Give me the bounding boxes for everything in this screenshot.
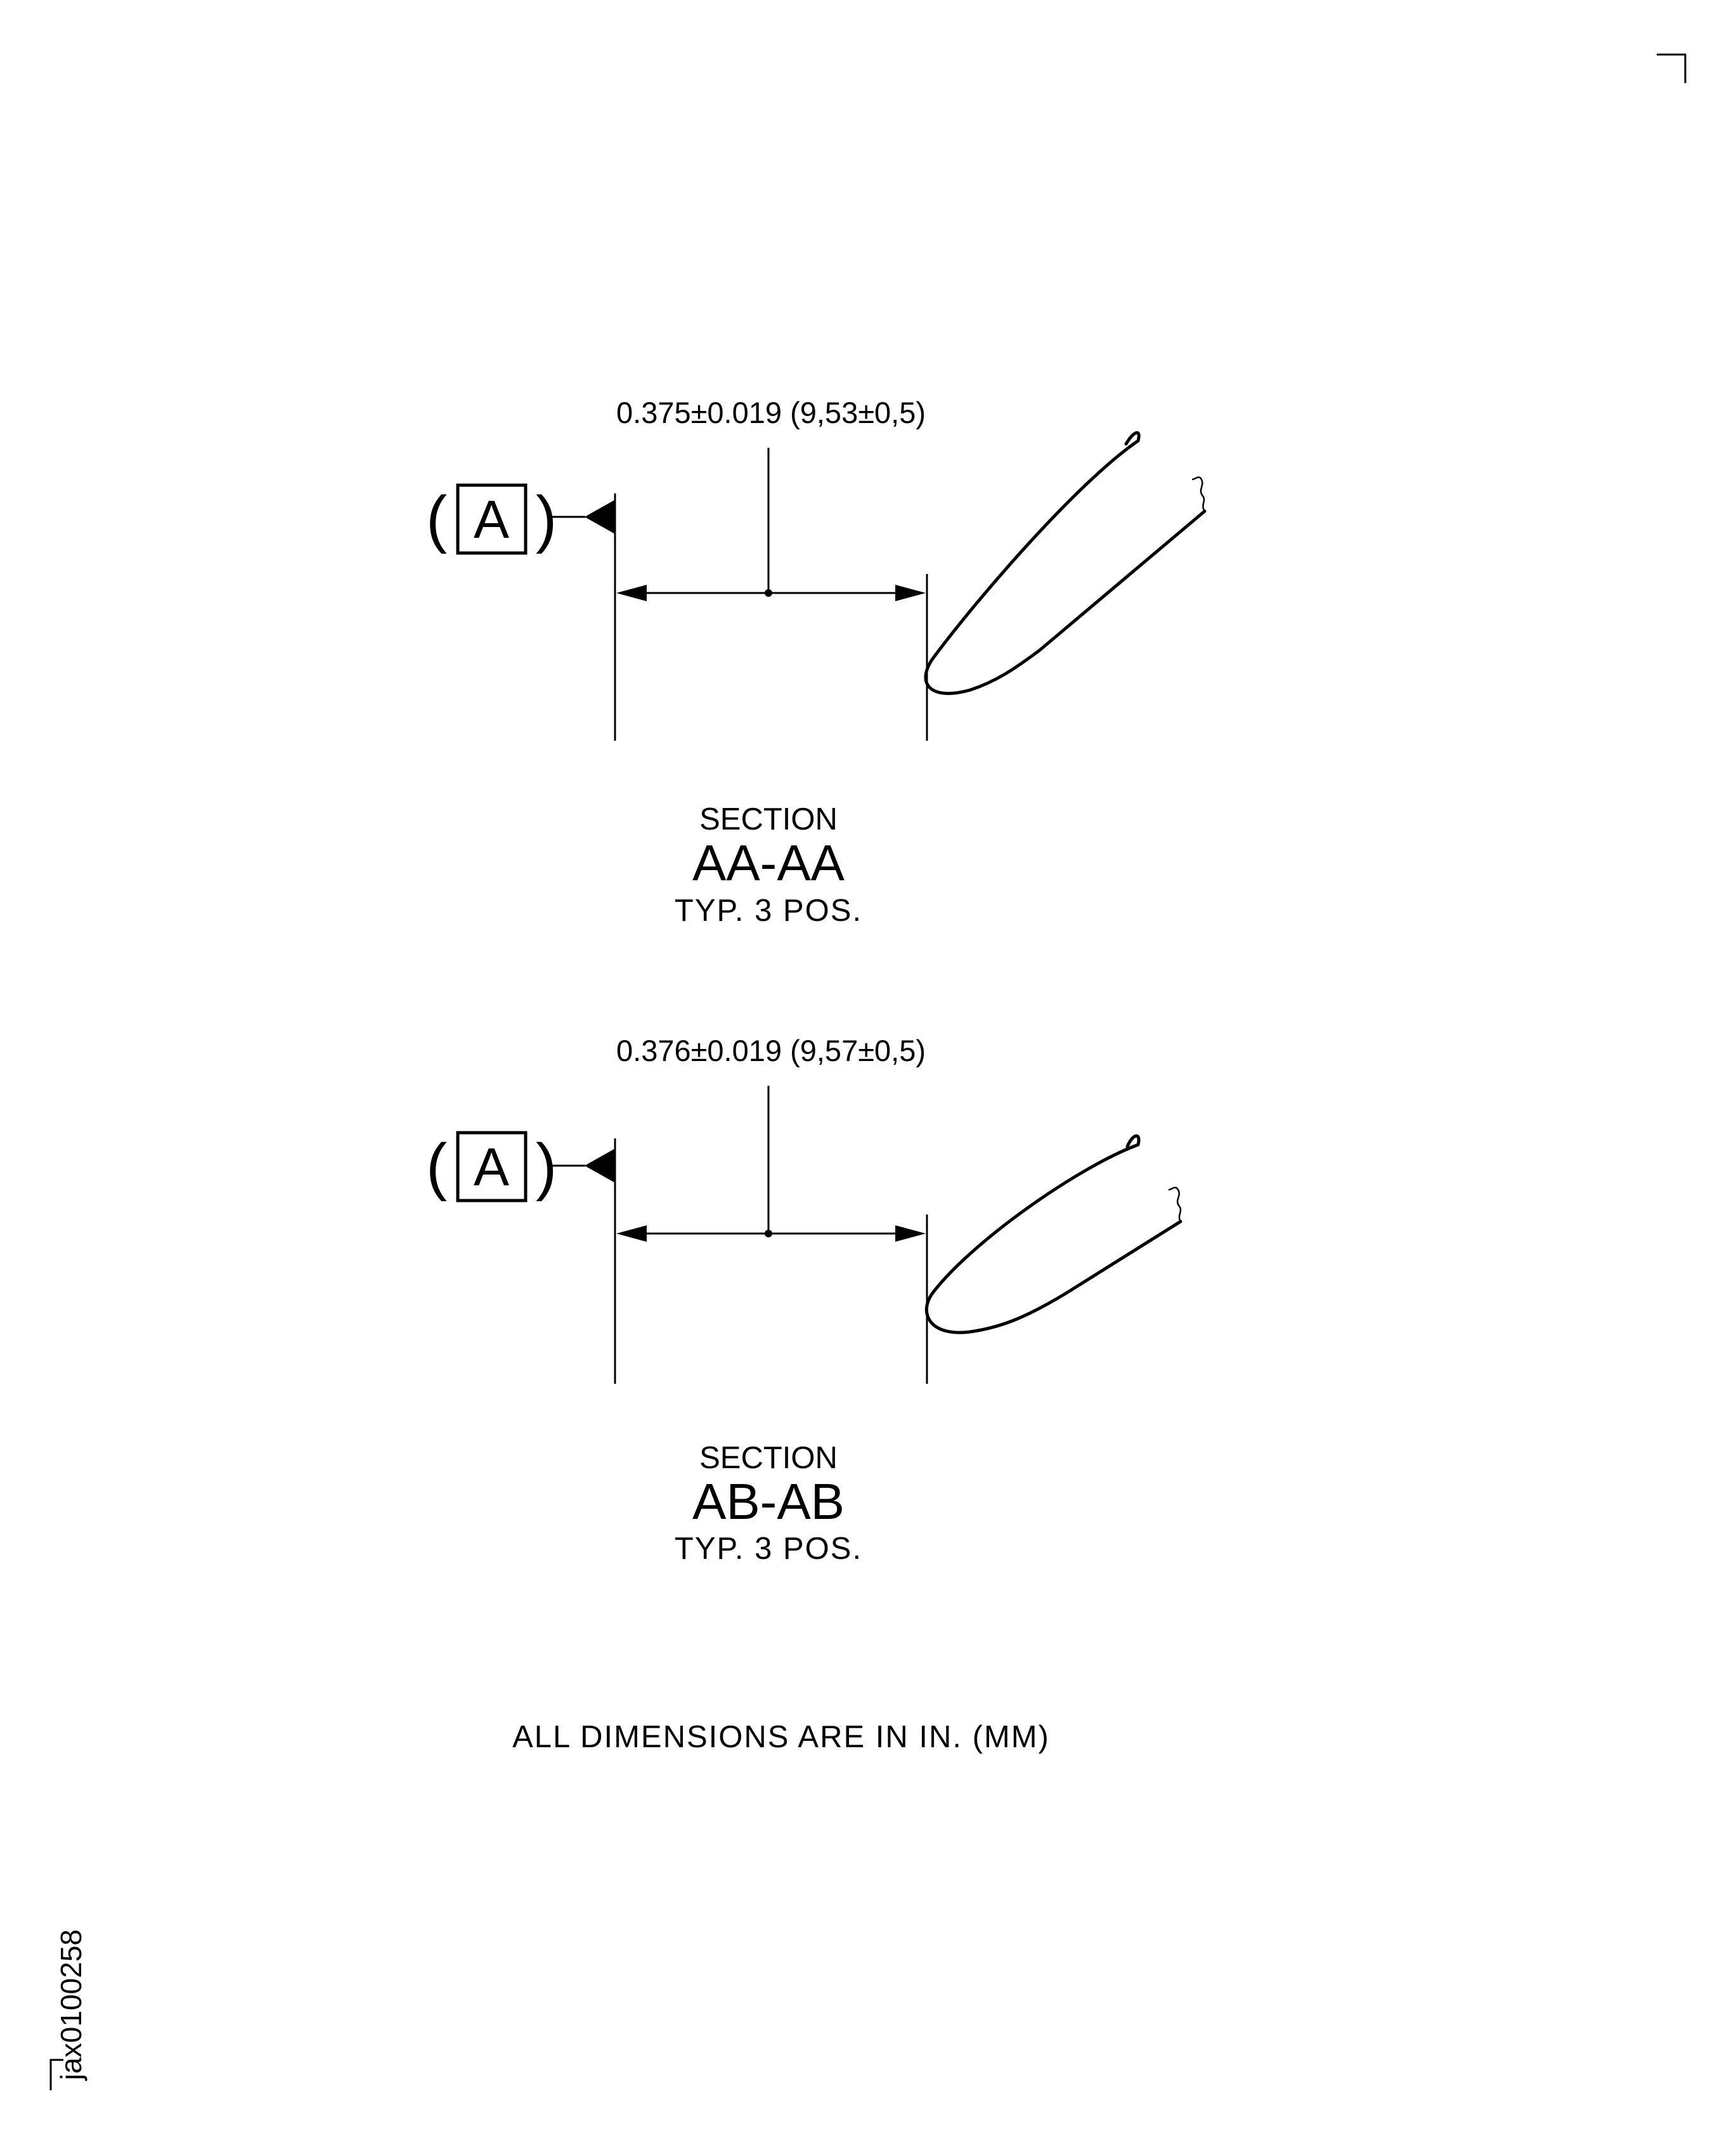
dimension-dot — [765, 1230, 772, 1237]
part-profile — [924, 1134, 1182, 1334]
corner-mark — [1657, 53, 1687, 83]
break-mark — [1191, 476, 1206, 512]
datum-frame — [456, 483, 528, 555]
typical-positions: TYP. 3 POS. — [675, 894, 862, 928]
datum-frame — [456, 1131, 528, 1202]
section-label: SECTION — [699, 802, 838, 837]
arrow-right — [895, 1225, 926, 1242]
break-mark — [1168, 1187, 1182, 1222]
datum-open-paren: ( — [426, 483, 447, 554]
section-label: SECTION — [699, 1441, 838, 1475]
datum-open-paren: ( — [426, 1131, 447, 1202]
datum-letter: A — [474, 490, 509, 549]
part-profile — [924, 431, 1207, 695]
typical-positions: TYP. 3 POS. — [675, 1532, 862, 1566]
datum-letter: A — [474, 1137, 509, 1197]
datum-triangle — [585, 1149, 615, 1183]
arrow-right — [895, 585, 926, 601]
dimension-dot — [765, 589, 772, 597]
section-name: AA-AA — [692, 835, 845, 891]
dimension-label: 0.375±0.019 (9,53±0,5) — [616, 396, 926, 429]
section-name: AB-AB — [692, 1473, 845, 1530]
reference-id: jax0100258 — [55, 1929, 87, 2081]
ref-corner-mark — [49, 2059, 63, 2090]
dimension-label: 0.376±0.019 (9,57±0,5) — [616, 1034, 926, 1067]
units-note: ALL DIMENSIONS ARE IN IN. (MM) — [512, 1720, 1050, 1754]
arrow-left — [616, 1225, 647, 1242]
section-aa-view: 0.375±0.019 (9,53±0,5) ( A ) SECTION AA-… — [426, 396, 1207, 928]
datum-triangle — [585, 500, 615, 534]
section-ab-view: 0.376±0.019 (9,57±0,5) ( A ) SECTION AB-… — [426, 1034, 1182, 1566]
datum-close-paren: ) — [536, 483, 557, 554]
arrow-left — [616, 585, 647, 601]
